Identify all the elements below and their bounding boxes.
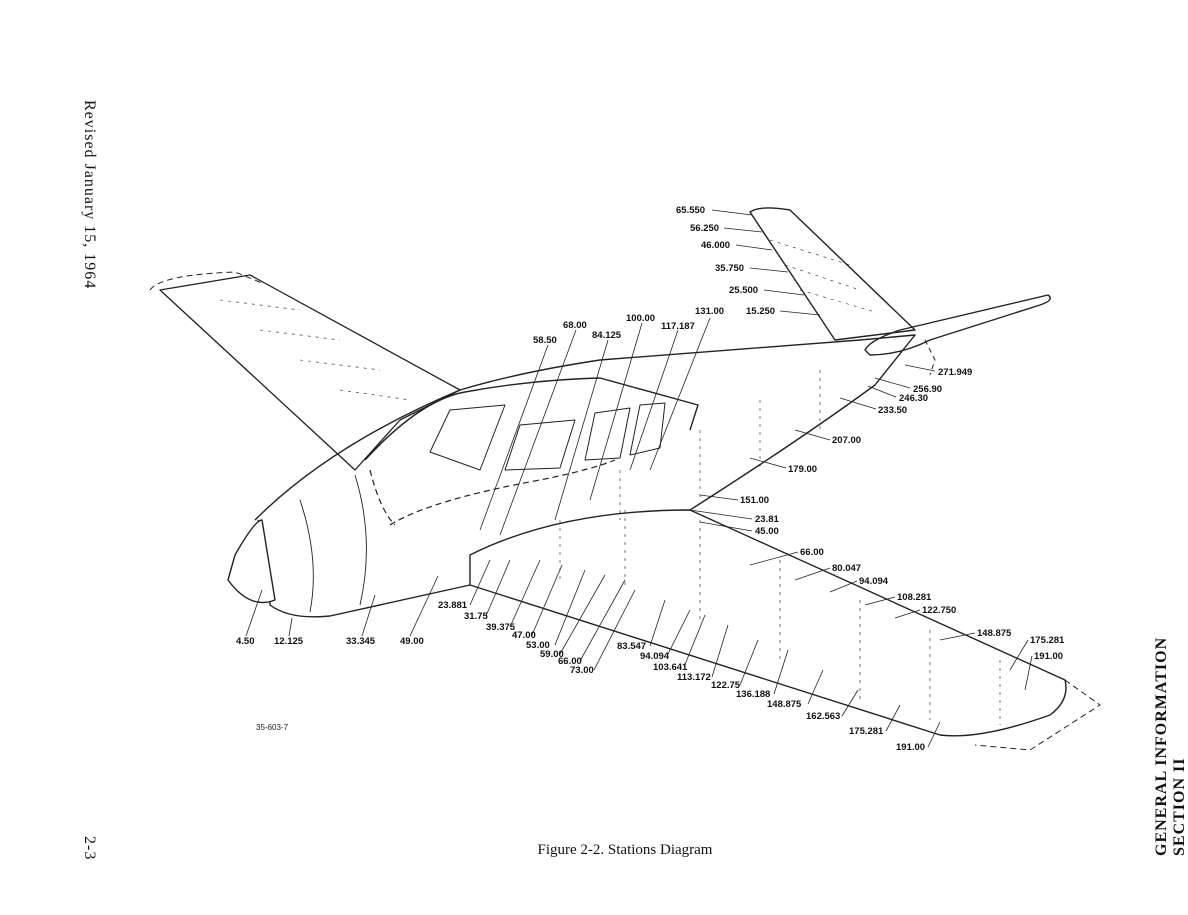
wing-lower-station-label: 136.188: [736, 689, 770, 700]
tail-station-label: 35.750: [715, 263, 744, 274]
tail-station-label: 25.500: [729, 285, 758, 296]
fuselage-station-label: 117.187: [661, 321, 695, 332]
wing-lower-station-label: 162.563: [806, 711, 840, 722]
station-labels: 65.550 56.250 46.000 35.750 25.500 15.25…: [236, 205, 1065, 753]
wing-station-label: 191.00: [1034, 651, 1063, 662]
wing-lower-station-label: 23.881: [438, 600, 468, 611]
wing-station-label: 94.094: [859, 576, 889, 587]
wing-lower-station-label: 83.547: [617, 641, 646, 652]
wing-lower-station-label: 31.75: [464, 611, 488, 622]
fuselage-station-label: 131.00: [695, 306, 724, 317]
wing-lower-station-label: 191.00: [896, 742, 925, 753]
figure-number: 35-603-7: [256, 723, 289, 732]
wing-lower-station-label: 148.875: [767, 699, 802, 710]
fuselage-station-label: 84.125: [592, 330, 622, 341]
fuselage-station-label: 100.00: [626, 313, 655, 324]
tail-station-label: 65.550: [676, 205, 705, 216]
nose-station-label: 12.125: [274, 636, 304, 647]
wing-root-station-label: 45.00: [755, 526, 779, 537]
aft-station-label: 271.949: [938, 367, 972, 378]
aft-station-label: 207.00: [832, 435, 861, 446]
wing-lower-station-label: 175.281: [849, 726, 884, 737]
aft-station-label: 246.30: [899, 393, 928, 404]
tail-station-label: 46.000: [701, 240, 730, 251]
wing-lower-station-label: 39.375: [486, 622, 516, 633]
wing-lower-station-label: 66.00: [558, 656, 582, 667]
wing-lower-station-label: 94.094: [640, 651, 670, 662]
wing-lower-station-label: 103.641: [653, 662, 688, 673]
nose-station-label: 33.345: [346, 636, 376, 647]
tail-station-label: 15.250: [746, 306, 775, 317]
wing-station-label: 175.281: [1030, 635, 1065, 646]
wing-lower-station-label: 122.75: [711, 680, 741, 691]
wing-station-label: 148.875: [977, 628, 1012, 639]
nose-station-label: 49.00: [400, 636, 424, 647]
aft-station-label: 179.00: [788, 464, 817, 475]
fuselage-station-label: 68.00: [563, 320, 587, 331]
wing-station-label: 122.750: [922, 605, 956, 616]
tail-station-label: 56.250: [690, 223, 719, 234]
wing-station-label: 108.281: [897, 592, 932, 603]
leader-lines: [245, 209, 1033, 748]
aft-station-label: 233.50: [878, 405, 907, 416]
wing-lower-station-label: 53.00: [526, 640, 550, 651]
wing-lower-station-label: 113.172: [677, 672, 711, 683]
nose-station-label: 4.50: [236, 636, 255, 647]
wing-station-label: 66.00: [800, 547, 824, 558]
wing-lower-station-label: 73.00: [570, 665, 594, 676]
wing-root-station-label: 23.81: [755, 514, 779, 525]
aft-station-label: 151.00: [740, 495, 769, 506]
fuselage-station-label: 58.50: [533, 335, 557, 346]
aircraft-outline: [149, 207, 1101, 751]
wing-station-label: 80.047: [832, 563, 861, 574]
aft-station-label: 256.90: [913, 384, 942, 395]
figure-caption: Figure 2-2. Stations Diagram: [537, 842, 713, 858]
wing-lower-station-label: 47.00: [512, 630, 536, 641]
wing-lower-station-label: 59.00: [540, 649, 564, 660]
